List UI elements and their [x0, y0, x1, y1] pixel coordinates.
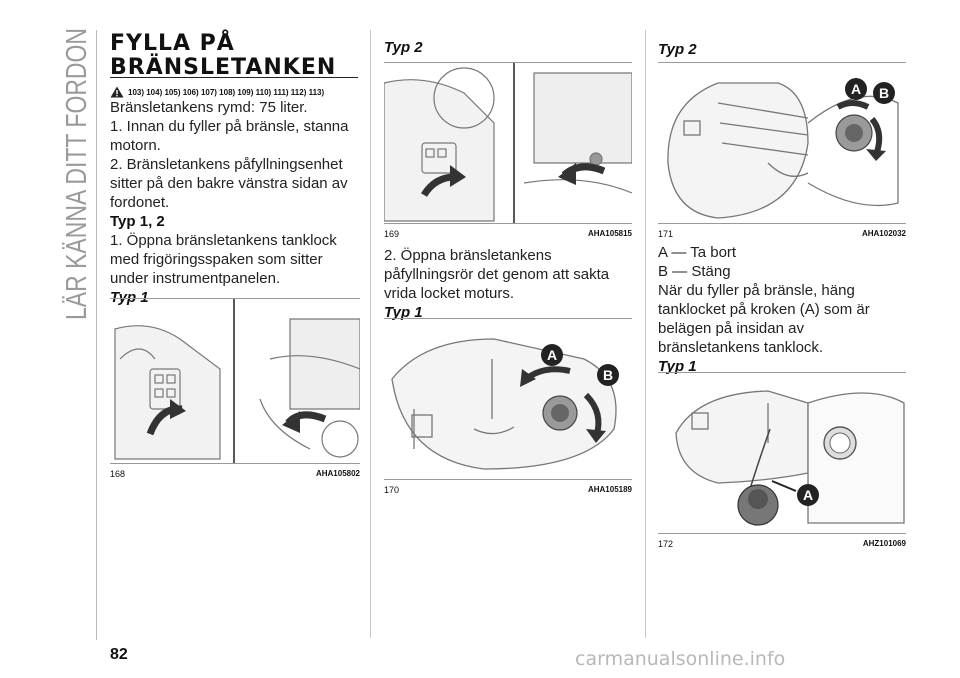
figure-number: 170 — [384, 485, 400, 495]
column-divider — [370, 30, 371, 638]
callout-b: B — [603, 367, 613, 383]
callout-a: A — [803, 487, 813, 503]
figure-number: 171 — [658, 229, 674, 239]
subheading: Typ 1 — [384, 304, 423, 321]
watermark: carmanualsonline.info — [575, 648, 786, 670]
figure-code: AHA105189 — [587, 485, 632, 494]
heading-line-2: BRÄNSLETANKEN — [110, 55, 337, 80]
figure-rule — [384, 223, 632, 224]
figure-caption: 170 AHA105189 — [384, 485, 632, 495]
figure-172-illustration: A — [675, 390, 905, 526]
column-2-text: 2. Öppna bränsletankens påfyllningsrör d… — [384, 246, 632, 322]
page-number: 82 — [110, 646, 128, 663]
heading-line-1: FYLLA PÅ — [110, 31, 235, 56]
subheading: Typ 2 — [658, 41, 697, 58]
section-heading: FYLLA PÅ BRÄNSLETANKEN — [110, 32, 356, 80]
figure-code: AHA102032 — [861, 229, 906, 238]
paragraph: 2. Öppna bränsletankens påfyllningsrör d… — [384, 247, 610, 302]
column-divider — [645, 30, 646, 638]
column-1-text: Bränsletankens rymd: 75 liter. 1. Innan … — [110, 98, 358, 307]
figure-rule — [658, 533, 906, 534]
legend-item: A — Ta bort — [658, 244, 737, 261]
figure-170-illustration: A B — [391, 338, 619, 470]
figure-caption: 168 AHA105802 — [110, 469, 360, 479]
paragraph: 1. Innan du fyller på bränsle, stanna mo… — [110, 118, 349, 154]
subheading: Typ 1 — [658, 358, 697, 375]
figure-170: A B 170 AHA105189 — [384, 318, 632, 495]
heading-rule — [110, 77, 358, 78]
column-3-text: A — Ta bort B — Stäng När du fyller på b… — [658, 243, 906, 376]
section-side-title: LÄR KÄNNA DITT FORDON — [38, 20, 98, 320]
figure-number: 172 — [658, 539, 674, 549]
figure-172: A 172 AHZ101069 — [658, 372, 906, 549]
figure-169-illustration — [384, 63, 632, 223]
warning-icon — [110, 86, 124, 98]
legend-item: B — Stäng — [658, 263, 731, 280]
figure-rule — [110, 463, 360, 464]
paragraph: När du fyller på bränsle, häng tanklocke… — [658, 282, 870, 356]
section-side-title-text: LÄR KÄNNA DITT FORDON — [61, 28, 93, 320]
figure-168-illustration — [114, 299, 360, 463]
subheading: Typ 2 — [384, 39, 423, 56]
subheading: Typ 1, 2 — [110, 213, 165, 230]
figure-169: 169 AHA105815 — [384, 62, 632, 239]
figure-caption: 171 AHA102032 — [658, 229, 906, 239]
figure-168: 168 AHA105802 — [110, 298, 360, 479]
figure-171-illustration: A B — [667, 78, 899, 219]
sidebar-rule — [96, 30, 97, 640]
paragraph: 1. Öppna bränsletankens tanklock med fri… — [110, 232, 337, 287]
paragraph: Bränsletankens rymd: 75 liter. — [110, 99, 308, 116]
callout-b: B — [879, 85, 889, 101]
figure-code: AHZ101069 — [862, 539, 906, 548]
figure-caption: 172 AHZ101069 — [658, 539, 906, 549]
paragraph: 2. Bränsletankens påfyllningsenhet sitte… — [110, 156, 348, 211]
figure-rule — [658, 223, 906, 224]
subheading: Typ 1 — [110, 289, 149, 306]
figure-rule — [384, 479, 632, 480]
warning-references: 103) 104) 105) 106) 107) 108) 109) 110) … — [110, 86, 324, 98]
figure-number: 169 — [384, 229, 400, 239]
figure-171: A B 171 AHA102032 — [658, 62, 906, 239]
figure-number: 168 — [110, 469, 126, 479]
figure-code: AHA105815 — [587, 229, 632, 238]
reference-list: 103) 104) 105) 106) 107) 108) 109) 110) … — [128, 87, 325, 97]
figure-caption: 169 AHA105815 — [384, 229, 632, 239]
figure-code: AHA105802 — [315, 469, 360, 478]
callout-a: A — [547, 347, 557, 363]
callout-a: A — [851, 81, 861, 97]
